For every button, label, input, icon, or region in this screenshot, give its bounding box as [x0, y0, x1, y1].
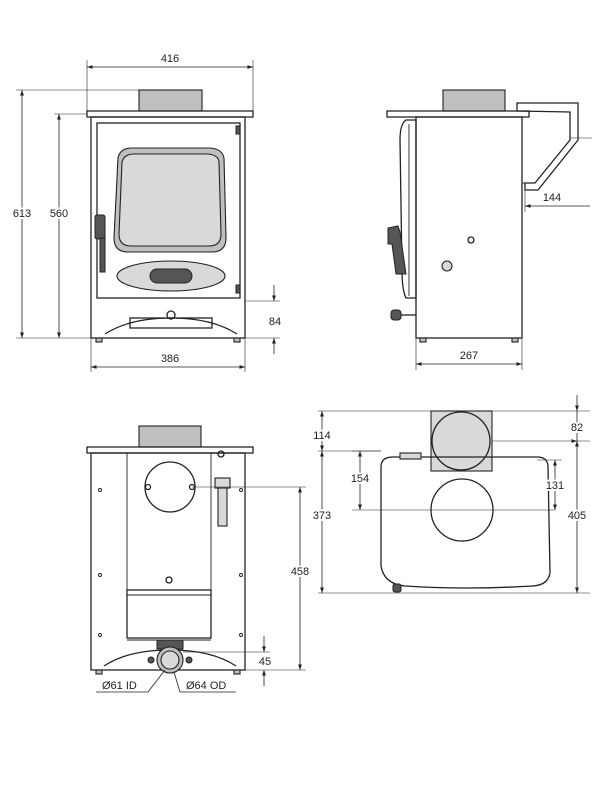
rear-flue-collar — [138, 425, 202, 448]
dim-label-560: 560 — [50, 208, 68, 220]
front-ashpan-arch — [104, 317, 238, 335]
dim-label-416: 416 — [161, 53, 179, 65]
rear-view: 458 45 Ø61 ID Ø64 OD — [86, 425, 311, 693]
side-door-handle — [387, 225, 407, 275]
front-hinge-top — [235, 125, 241, 135]
dim-label-61-id: Ø61 ID — [102, 680, 137, 692]
side-top-plate — [386, 110, 530, 118]
front-foot-right — [233, 337, 241, 343]
side-view: 144 267 — [386, 89, 592, 370]
dim-label-131: 131 — [546, 480, 564, 492]
front-foot-left — [95, 337, 103, 343]
dim-label-154: 154 — [351, 473, 369, 485]
plan-flue-outlet — [431, 411, 491, 471]
front-flue-collar — [138, 89, 203, 112]
dim-label-613: 613 — [13, 208, 31, 220]
dim-label-114: 114 — [313, 430, 331, 442]
side-body — [415, 116, 523, 339]
front-top-plate — [86, 110, 254, 118]
dim-label-373: 373 — [313, 510, 331, 522]
front-door-frame — [96, 122, 241, 299]
plan-body-outline — [380, 456, 551, 589]
dim-label-84: 84 — [269, 316, 281, 328]
rear-air-tube — [214, 477, 231, 489]
side-air-control — [441, 260, 453, 272]
dim-label-267: 267 — [460, 350, 478, 362]
rear-top-plate — [86, 446, 254, 454]
front-hinge-bottom — [235, 284, 241, 294]
rear-flue-outlet — [144, 461, 196, 513]
dim-label-458: 458 — [291, 566, 309, 578]
dim-label-386: 386 — [161, 353, 179, 365]
side-rear-heatshield — [516, 102, 579, 191]
front-ashpan — [129, 317, 213, 329]
dim-label-405: 405 — [568, 510, 586, 522]
plan-view: 114 373 82 405 154 131 — [311, 395, 590, 594]
side-flue-collar — [442, 89, 506, 112]
dim-label-45: 45 — [259, 656, 271, 668]
front-view: 416 613 560 84 386 — [11, 53, 281, 372]
front-door-handle — [94, 214, 106, 240]
dim-label-64-od: Ø64 OD — [186, 680, 226, 692]
side-ash-knob — [390, 309, 402, 321]
front-vent-slider — [149, 268, 193, 284]
front-body — [90, 116, 246, 339]
dim-label-82: 82 — [571, 422, 583, 434]
dim-label-144: 144 — [543, 192, 561, 204]
